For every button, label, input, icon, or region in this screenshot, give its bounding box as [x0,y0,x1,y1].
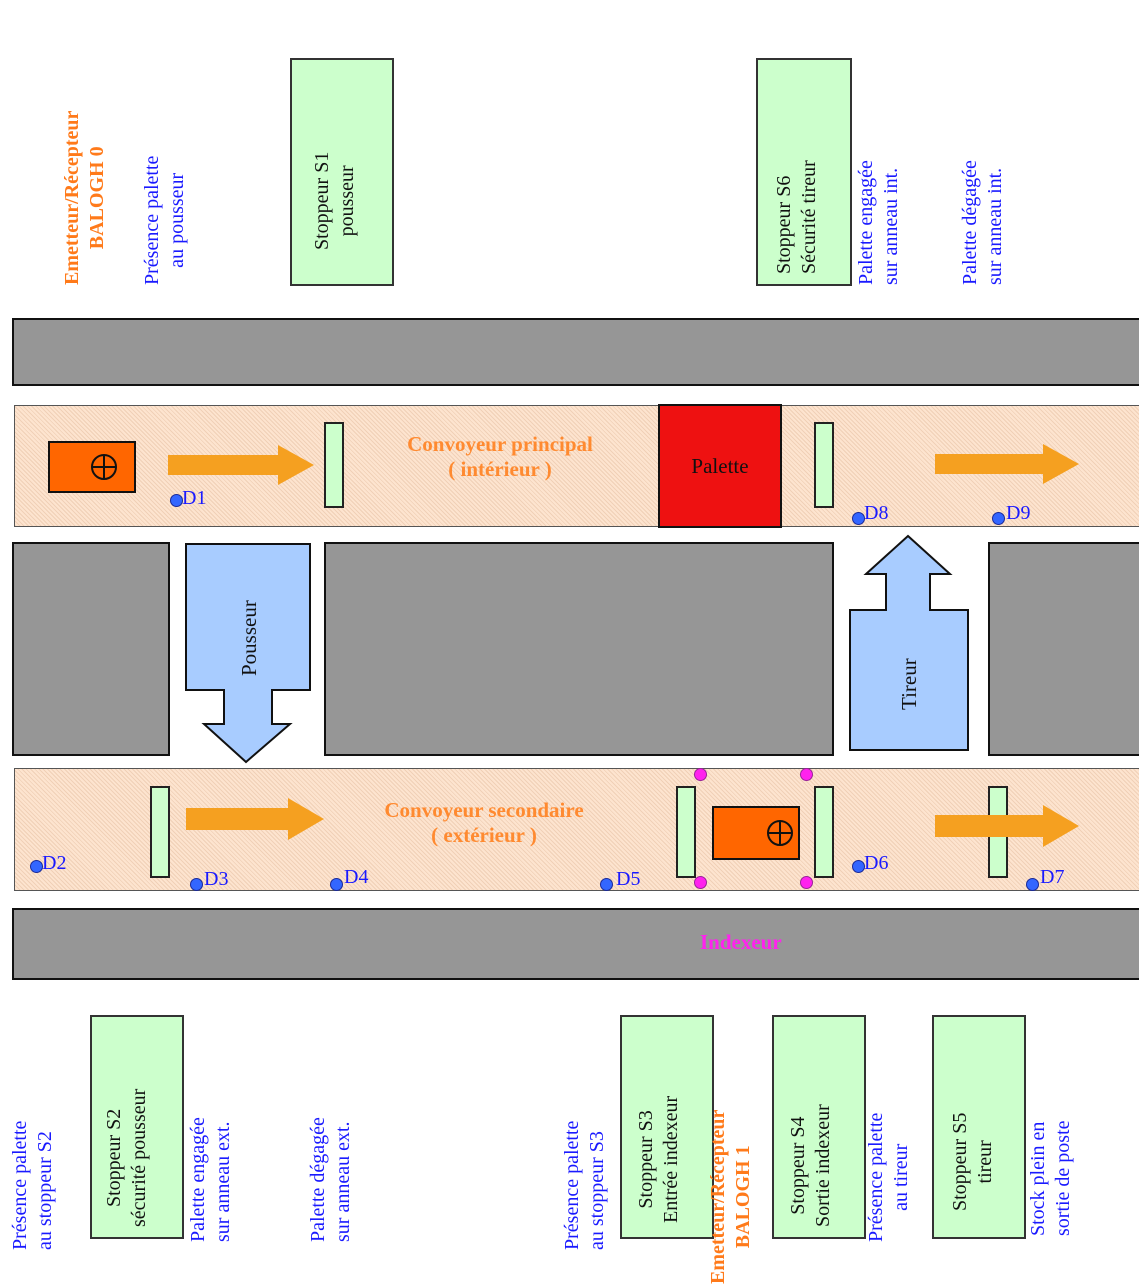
top-frame-block [12,318,1139,386]
sensor-d4 [330,878,343,891]
pallet-indexer [712,806,800,860]
indexer-pin [694,768,707,781]
engagee-ext-label: Palette engagée sur anneau ext. [187,1117,234,1242]
sensor-d4-label: D4 [344,866,369,888]
puller-label: Tireur [897,658,921,710]
stopper-s6-bar [814,422,834,508]
pallet-main [48,441,136,493]
flow-arrow-secondary-2 [935,805,1079,847]
puller-actuator [849,534,969,751]
sensor-d7-label: D7 [1040,866,1065,888]
balogh1-label: Emetteur/Récepteur BALOGH 1 [707,1109,754,1284]
middle-block-right [988,542,1139,756]
stopper-s6-label: Stoppeur S6 Sécurité tireur [773,160,820,274]
presence-tireur-label: Présence palette au tireur [865,1112,912,1242]
sensor-d1-label: D1 [182,487,207,509]
indexer-label: Indexeur [700,930,782,954]
sensor-d8 [852,512,865,525]
stopper-s2-bar [150,786,170,878]
sensor-d3-label: D3 [204,868,229,890]
sensor-d3 [190,878,203,891]
flow-arrow-main-1 [168,445,314,485]
engagee-int-label: Palette engagée sur anneau int. [855,160,902,285]
palette-block: Palette [658,404,782,528]
presence-pousseur-label: Présence palette au pousseur [141,155,188,285]
flow-arrow-secondary-1 [186,798,324,840]
target-icon [767,820,793,846]
middle-block-center [324,542,834,756]
stopper-s5-label: Stoppeur S5 tireur [949,1112,996,1211]
balogh0-label: Emetteur/Récepteur BALOGH 0 [61,110,108,285]
stopper-s4-bar [814,786,834,878]
presence-s2-label: Présence palette au stoppeur S2 [9,1120,56,1250]
indexer-pin [800,768,813,781]
indexer-pin [694,876,707,889]
stopper-s4-box: Stoppeur S4 Sortie indexeur [772,1015,866,1239]
sensor-d5 [600,878,613,891]
main-conveyor-title: Convoyeur principal ( intérieur ) [407,432,593,481]
stopper-s3-box: Stoppeur S3 Entrée indexeur [620,1015,714,1239]
presence-s3-label: Présence palette au stoppeur S3 [561,1120,608,1250]
sensor-d5-label: D5 [616,868,641,890]
flow-arrow-main-2 [935,444,1079,484]
stopper-s2-box: Stoppeur S2 sécurité pousseur [90,1015,184,1239]
stopper-s1-label: Stoppeur S1 pousseur [311,151,358,250]
sensor-d9-label: D9 [1006,502,1031,524]
sensor-d8-label: D8 [864,502,889,524]
sensor-d6-label: D6 [864,852,889,874]
degagee-int-label: Palette dégagée sur anneau int. [959,160,1006,285]
sensor-d6 [852,860,865,873]
indexer-pin [800,876,813,889]
pusher-label: Pousseur [237,600,261,676]
stopper-s2-label: Stoppeur S2 sécurité pousseur [103,1088,150,1227]
stopper-s1-box: Stoppeur S1 pousseur [290,58,394,286]
sensor-d1 [170,494,183,507]
sensor-d2-label: D2 [42,852,67,874]
pusher-actuator [185,543,311,764]
secondary-conveyor-title: Convoyeur secondaire ( extérieur ) [384,798,584,847]
target-icon [91,454,117,480]
stopper-s3-bar [676,786,696,878]
stopper-s6-box: Stoppeur S6 Sécurité tireur [756,58,852,286]
sensor-d9 [992,512,1005,525]
stopper-s4-label: Stoppeur S4 Sortie indexeur [787,1104,834,1227]
middle-block-left [12,542,170,756]
degagee-ext-label: Palette dégagée sur anneau ext. [307,1117,354,1242]
stopper-s5-box: Stoppeur S5 tireur [932,1015,1026,1239]
stopper-s1-bar [324,422,344,508]
sensor-d2 [30,860,43,873]
palette-label: Palette [691,454,749,478]
stock-plein-label: Stock plein en sortie de poste [1027,1120,1074,1236]
indexer-band [12,908,1139,980]
sensor-d7 [1026,878,1039,891]
stopper-s3-label: Stoppeur S3 Entrée indexeur [635,1095,682,1223]
